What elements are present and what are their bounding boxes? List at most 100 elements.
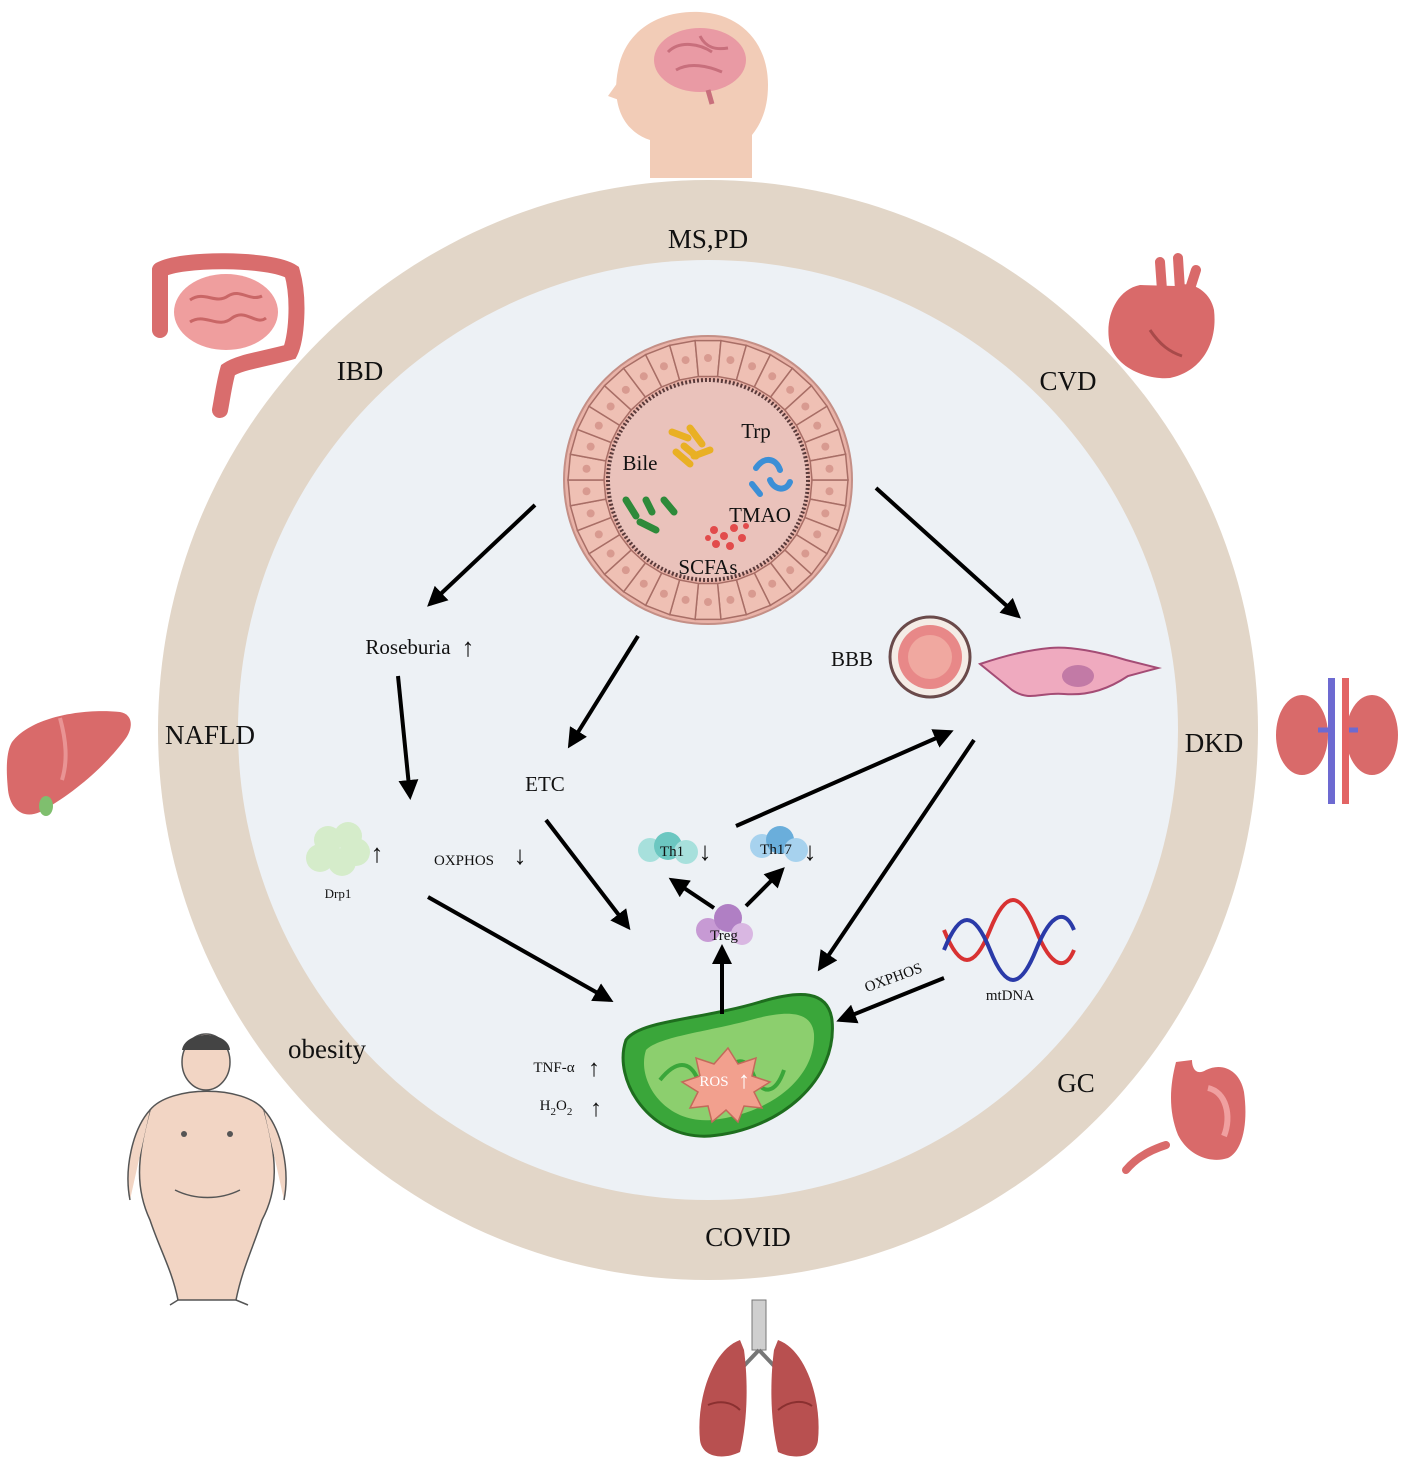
epithelial-cell-nucleus (639, 372, 648, 381)
epithelial-cell-nucleus (786, 385, 795, 394)
epithelial-cell-nucleus (621, 566, 630, 575)
epithelial-cell-nucleus (582, 487, 591, 496)
epithelial-cell-nucleus (768, 579, 777, 588)
gut-label-tmao: TMAO (729, 503, 791, 527)
heart-icon (1108, 253, 1215, 379)
tnf-label: TNF-α (533, 1060, 574, 1076)
treg-label: Treg (710, 928, 738, 944)
mtdna-label: mtDNA (986, 988, 1035, 1004)
tnf-up-indicator: ↑ (588, 1056, 600, 1082)
roseburia-label: Roseburia (365, 635, 451, 659)
epithelial-cell-nucleus (813, 421, 822, 430)
epithelial-cell-nucleus (704, 354, 712, 362)
ros-up-indicator: ↑ (738, 1068, 750, 1094)
ring-label-nafld: NAFLD (165, 720, 255, 750)
epithelial-cell-nucleus (825, 487, 834, 496)
h2o2-up-indicator: ↑ (590, 1096, 602, 1122)
epithelial-cell-nucleus (825, 464, 834, 473)
arrow-gut-to-astrocyte (874, 486, 1021, 619)
epithelial-cell-nucleus (821, 509, 830, 518)
epithelial-cell-nucleus (726, 595, 735, 604)
oxphos-left-down-indicator: ↓ (514, 841, 527, 870)
th17-down-indicator: ↓ (804, 837, 817, 866)
ring-label-covid: COVID (705, 1222, 791, 1252)
arrow-etc-to-mito (544, 818, 631, 931)
epithelial-cell-nucleus (681, 595, 690, 604)
ring-label-gc: GC (1057, 1068, 1095, 1098)
trp-bacteria-icon (749, 457, 793, 497)
bile-bacteria-icon (668, 424, 714, 468)
bbb-label: BBB (831, 647, 873, 671)
tmao-particles-icon (705, 523, 749, 550)
h2o2-label: H2O2 (540, 1098, 573, 1118)
epithelial-cell-nucleus (821, 442, 830, 451)
arrow-gut-to-roseburia (427, 503, 537, 607)
epithelial-cell-nucleus (594, 421, 603, 430)
arrow-tcells-to-bbb (735, 729, 954, 828)
epithelial-cell-nucleus (621, 385, 630, 394)
oxphos-left-label: OXPHOS (434, 853, 494, 869)
epithelial-cell-nucleus (768, 372, 777, 381)
ring-label-ibd: IBD (337, 356, 384, 386)
ring-label-obesity: obesity (288, 1034, 366, 1064)
ring-label-dkd: DKD (1185, 728, 1244, 758)
arrow-mtdna-to-mito (836, 976, 945, 1024)
epithelial-cell-nucleus (681, 356, 690, 365)
gut-label-trp: Trp (741, 419, 771, 443)
epithelial-cell-nucleus (639, 579, 648, 588)
stomach-icon (1122, 1060, 1246, 1174)
roseburia-up-indicator: ↑ (462, 633, 475, 662)
gut-label-scfas: SCFAs (678, 555, 737, 579)
epithelial-cell-nucleus (748, 589, 757, 598)
drp1-icon (306, 822, 370, 876)
epithelial-cell-nucleus (813, 530, 822, 539)
epithelial-cell-nucleus (582, 464, 591, 473)
bbb-vessel-icon (888, 615, 972, 699)
arrow-treg-to-th1 (668, 877, 716, 910)
epithelial-cell-nucleus (586, 442, 595, 451)
epithelial-cell-nucleus (704, 598, 712, 606)
th1-down-indicator: ↓ (699, 837, 712, 866)
epithelial-cell-nucleus (659, 362, 668, 371)
th1-cell-icon (638, 832, 698, 864)
epithelial-cell-nucleus (748, 362, 757, 371)
arrow-treg-to-th17 (744, 867, 785, 908)
epithelial-cell-nucleus (659, 589, 668, 598)
liver-icon (6, 711, 131, 816)
kidney-icon (1276, 678, 1398, 804)
arrows (396, 486, 1021, 1024)
ros-label: ROS (699, 1074, 728, 1090)
inner-disc (238, 260, 1178, 1200)
epithelial-cell-nucleus (726, 356, 735, 365)
th17-label: Th17 (760, 842, 792, 858)
epithelial-cell-nucleus (594, 530, 603, 539)
arrow-drp1-to-mito (427, 895, 614, 1002)
ring-label-cvd: CVD (1039, 366, 1096, 396)
arrow-astrocyte-to-mito (817, 738, 976, 972)
gut-label-bile: Bile (623, 451, 658, 475)
gut-cross-section (563, 335, 853, 625)
epithelial-cell-nucleus (586, 509, 595, 518)
epithelial-cell-nucleus (801, 549, 810, 558)
brain-head-icon (608, 11, 768, 178)
drp1-up-indicator: ↑ (371, 839, 384, 868)
arrow-roseburia-to-drp1 (396, 675, 419, 800)
mtdna-helix-icon (942, 898, 1076, 982)
th17-cell-icon (750, 826, 808, 862)
epithelial-cell-nucleus (801, 402, 810, 411)
epithelial-cell-nucleus (606, 402, 615, 411)
intestine-icon (152, 253, 305, 418)
astrocyte-icon (977, 646, 1162, 698)
lungs-icon (699, 1299, 819, 1457)
epithelial-cell-nucleus (606, 549, 615, 558)
obese-body-icon (127, 1033, 287, 1306)
ring-label-ms-pd: MS,PD (668, 224, 748, 254)
ros-burst-icon (680, 1046, 772, 1124)
epithelial-cell-nucleus (786, 566, 795, 575)
arrow-gut-to-etc (567, 634, 640, 749)
treg-cell-icon (696, 904, 753, 945)
etc-label: ETC (525, 772, 565, 796)
drp1-label: Drp1 (325, 886, 352, 901)
